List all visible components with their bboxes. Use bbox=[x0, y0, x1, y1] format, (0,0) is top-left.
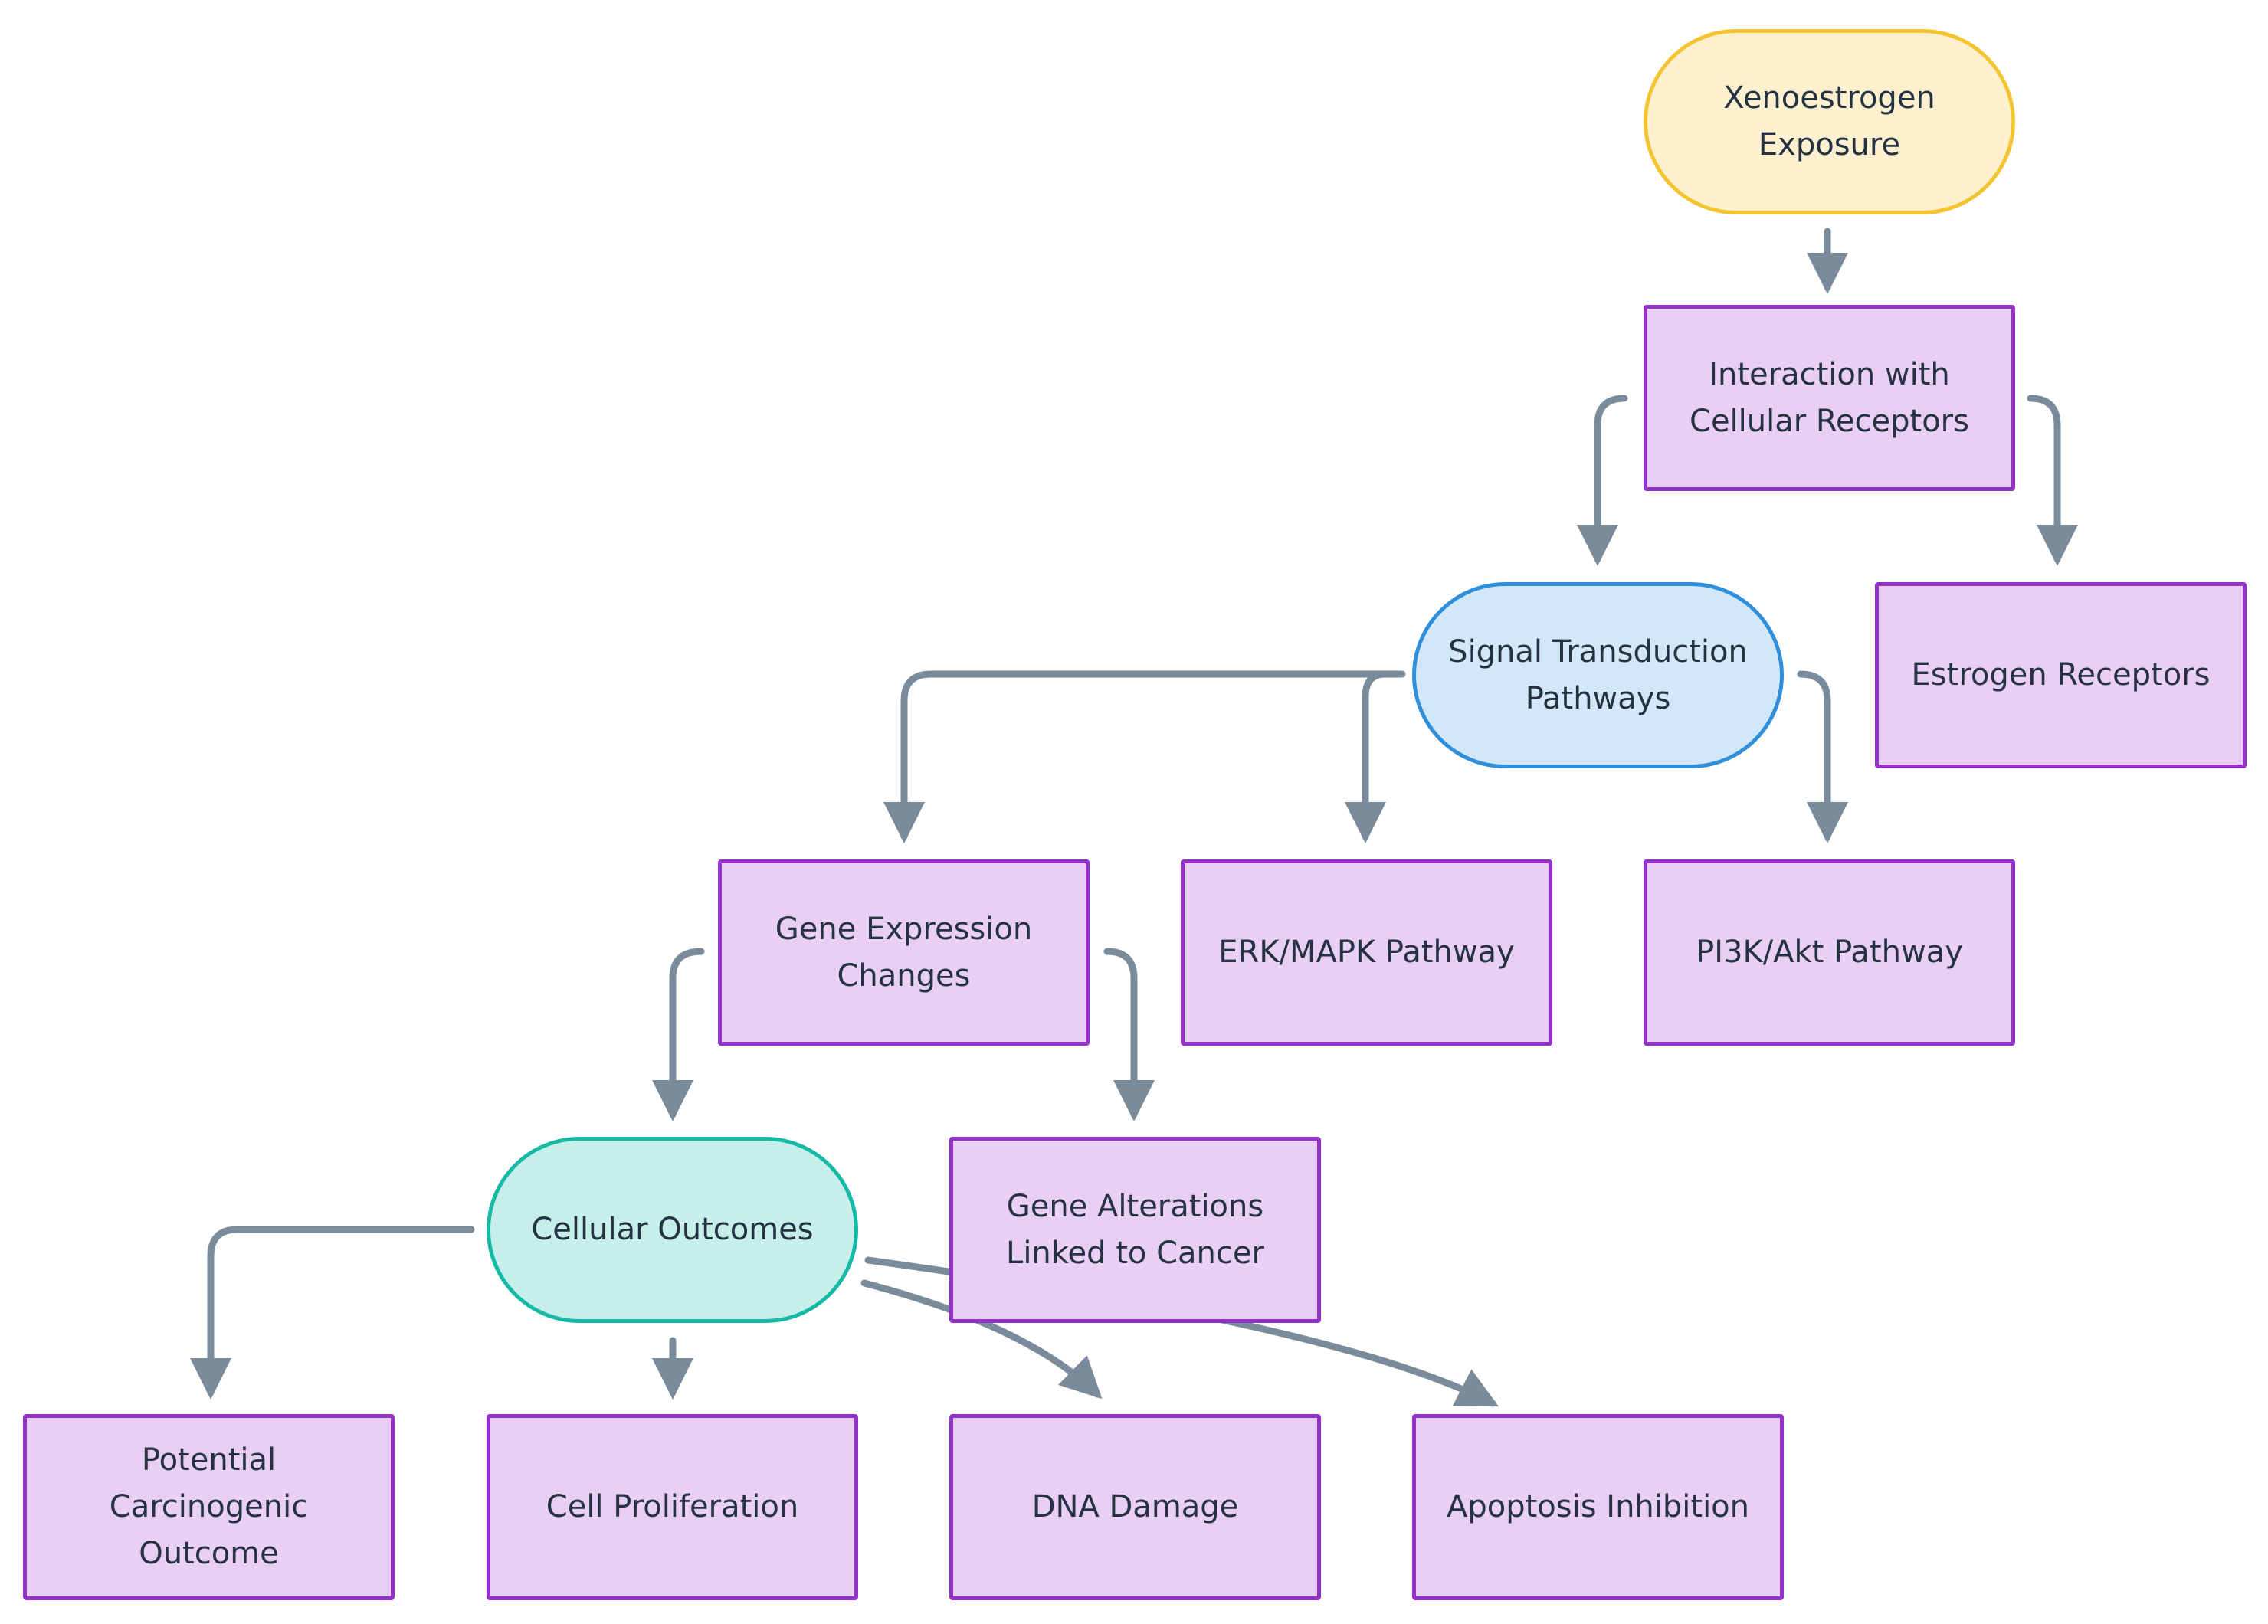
edge-signal-to-pi3k-akt bbox=[1797, 670, 1848, 843]
node-label: Estrogen Receptors bbox=[1911, 657, 2211, 692]
edge-cellular-outcomes-to-dna-damage bbox=[860, 1279, 1103, 1400]
node-label: Potential Carcinogenic Outcome bbox=[109, 1442, 309, 1571]
apoptosis-inhibition-node[interactable]: Apoptosis Inhibition bbox=[1412, 1414, 1784, 1600]
xenoestrogen-exposure-node[interactable]: Xenoestrogen Exposure bbox=[1644, 29, 2015, 214]
node-label: PI3K/Akt Pathway bbox=[1696, 935, 1963, 970]
gene-expression-changes-node[interactable]: Gene Expression Changes bbox=[718, 859, 1090, 1046]
edge-signal-to-erk-mapk bbox=[1345, 670, 1389, 843]
node-label: DNA Damage bbox=[1031, 1489, 1239, 1524]
node-label: Signal Transduction Pathways bbox=[1448, 634, 1748, 716]
node-label: ERK/MAPK Pathway bbox=[1218, 935, 1515, 970]
node-label: Gene Expression Changes bbox=[775, 911, 1033, 994]
cell-proliferation-node[interactable]: Cell Proliferation bbox=[487, 1414, 858, 1600]
interaction-cellular-receptors-node[interactable]: Interaction with Cellular Receptors bbox=[1644, 305, 2015, 491]
pi3k-akt-pathway-node[interactable]: PI3K/Akt Pathway bbox=[1644, 859, 2015, 1046]
edge-signal-to-gene-expression bbox=[883, 670, 1406, 843]
edge-interaction-to-signal bbox=[1577, 395, 1628, 566]
signal-transduction-pathways-node[interactable]: Signal Transduction Pathways bbox=[1412, 582, 1784, 768]
node-label: Cellular Outcomes bbox=[531, 1212, 814, 1247]
potential-carcinogenic-outcome-node[interactable]: Potential Carcinogenic Outcome bbox=[23, 1414, 395, 1600]
estrogen-receptors-node[interactable]: Estrogen Receptors bbox=[1875, 582, 2247, 768]
edge-gene-expression-to-cellular-outcomes bbox=[652, 948, 705, 1121]
node-label: Xenoestrogen Exposure bbox=[1723, 80, 1935, 162]
cellular-outcomes-node[interactable]: Cellular Outcomes bbox=[487, 1137, 858, 1323]
edge-gene-expression-to-gene-alterations bbox=[1103, 948, 1155, 1121]
node-label: Interaction with Cellular Receptors bbox=[1690, 356, 1969, 439]
dna-damage-node[interactable]: DNA Damage bbox=[949, 1414, 1321, 1600]
erk-mapk-pathway-node[interactable]: ERK/MAPK Pathway bbox=[1181, 859, 1552, 1046]
node-label: Apoptosis Inhibition bbox=[1446, 1489, 1750, 1524]
node-label: Gene Alterations Linked to Cancer bbox=[1006, 1188, 1264, 1271]
gene-alterations-linked-to-cancer-node[interactable]: Gene Alterations Linked to Cancer bbox=[949, 1137, 1321, 1323]
node-label: Cell Proliferation bbox=[546, 1489, 799, 1524]
edge-interaction-to-estrogen-receptors bbox=[2027, 395, 2078, 566]
edge-cellular-outcomes-to-carcinogenic bbox=[190, 1226, 475, 1400]
